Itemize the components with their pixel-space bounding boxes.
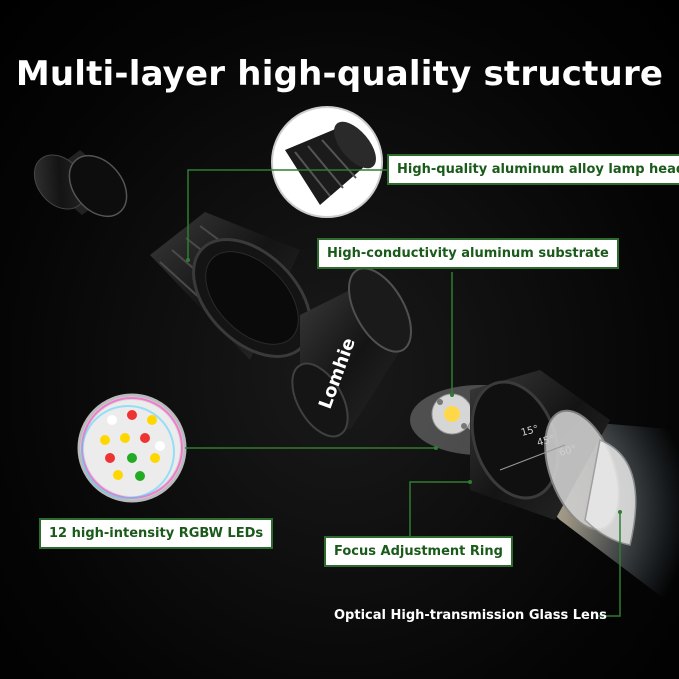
label-focus-ring: Focus Adjustment Ring <box>324 536 513 567</box>
glass-lens <box>584 438 637 546</box>
leader-focus-ring <box>409 481 470 550</box>
led-array-magnifier <box>77 393 187 503</box>
label-substrate: High-conductivity aluminum substrate <box>317 238 619 269</box>
body-ring <box>291 267 412 438</box>
leader-lamp-head <box>187 169 388 260</box>
ring-mark-60: 60° <box>558 444 578 459</box>
ring-mark-15: 15° <box>520 424 540 439</box>
led-chip <box>431 393 473 435</box>
lamp-head-magnifier <box>271 106 383 218</box>
leader-lens <box>596 512 621 617</box>
ring-mark-45: 45° <box>536 434 556 449</box>
label-lens: Optical High-transmission Glass Lens <box>334 608 607 623</box>
label-lamp-head: High-quality aluminum alloy lamp head <box>387 154 679 185</box>
label-leds: 12 high-intensity RGBW LEDs <box>39 518 274 549</box>
end-cap <box>33 150 128 218</box>
page-title: Multi-layer high-quality structure <box>15 54 664 94</box>
leader-lines <box>185 169 621 617</box>
